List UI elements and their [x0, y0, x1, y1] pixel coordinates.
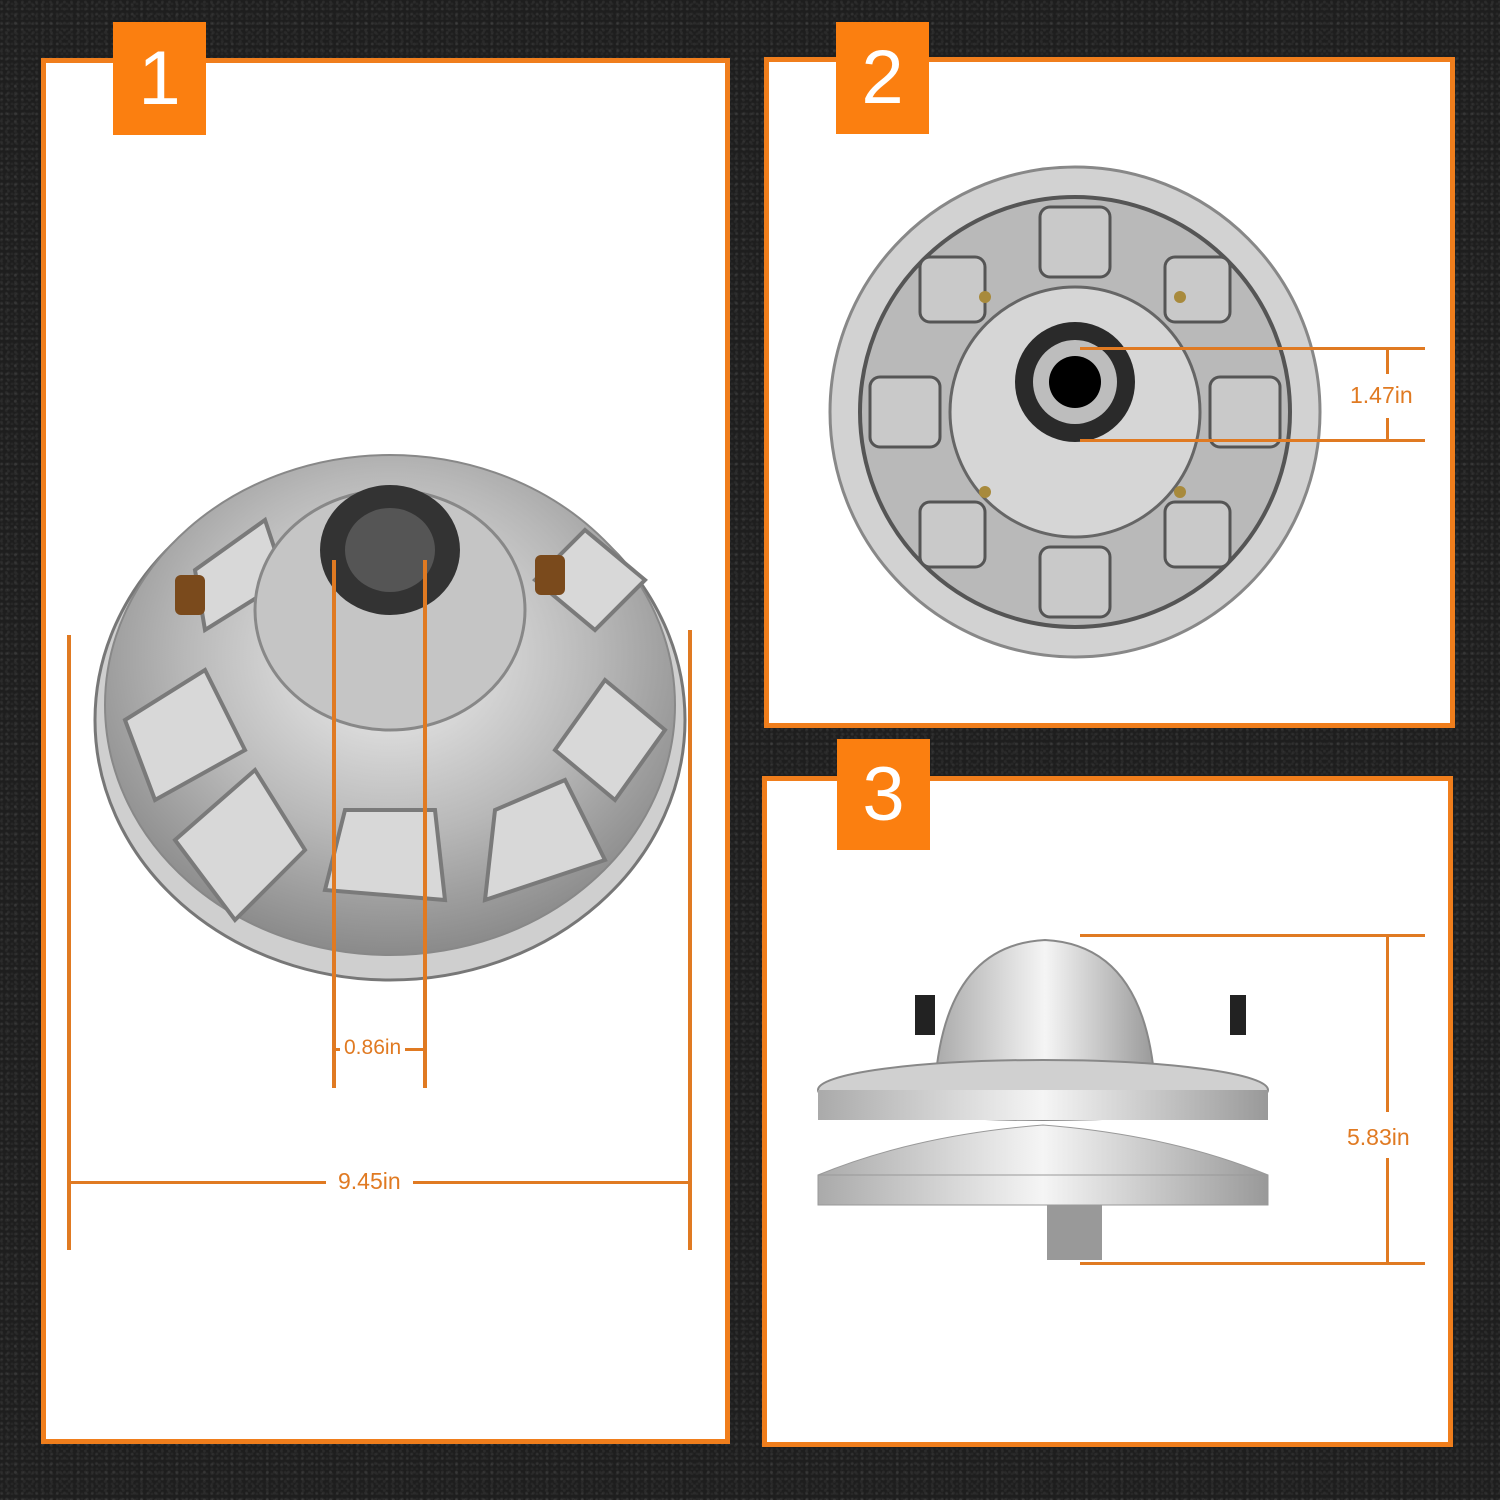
height-dim-line-top [1080, 934, 1425, 937]
height-dim-vertical-lower [1386, 1158, 1389, 1263]
secondary-clutch-image-top-down [828, 165, 1322, 659]
secondary-clutch-image-side [817, 938, 1269, 1260]
bore-dim-line-left [332, 560, 336, 1088]
secondary-clutch-image-top-angled [93, 454, 687, 982]
height-dim-line-bottom [1080, 1262, 1425, 1265]
bore-dim-line-right [423, 560, 427, 1088]
panel-1-number-badge: 1 [113, 22, 206, 135]
center-height-label: 1.47in [1346, 382, 1417, 409]
panel-2-number-badge: 2 [836, 22, 929, 134]
center-dim-vertical-lower [1386, 418, 1389, 440]
bore-width-label: 0.86in [340, 1036, 406, 1060]
height-dim-vertical-upper [1386, 937, 1389, 1112]
panel-3-number-badge: 3 [837, 739, 930, 850]
center-dim-line-bottom [1080, 439, 1425, 442]
diameter-label: 9.45in [326, 1168, 413, 1195]
center-dim-line-top [1080, 347, 1425, 350]
diameter-dim-line-left [67, 635, 71, 1250]
diameter-dim-line-right [688, 630, 692, 1250]
overall-height-label: 5.83in [1343, 1124, 1414, 1151]
center-dim-vertical-upper [1386, 350, 1389, 374]
